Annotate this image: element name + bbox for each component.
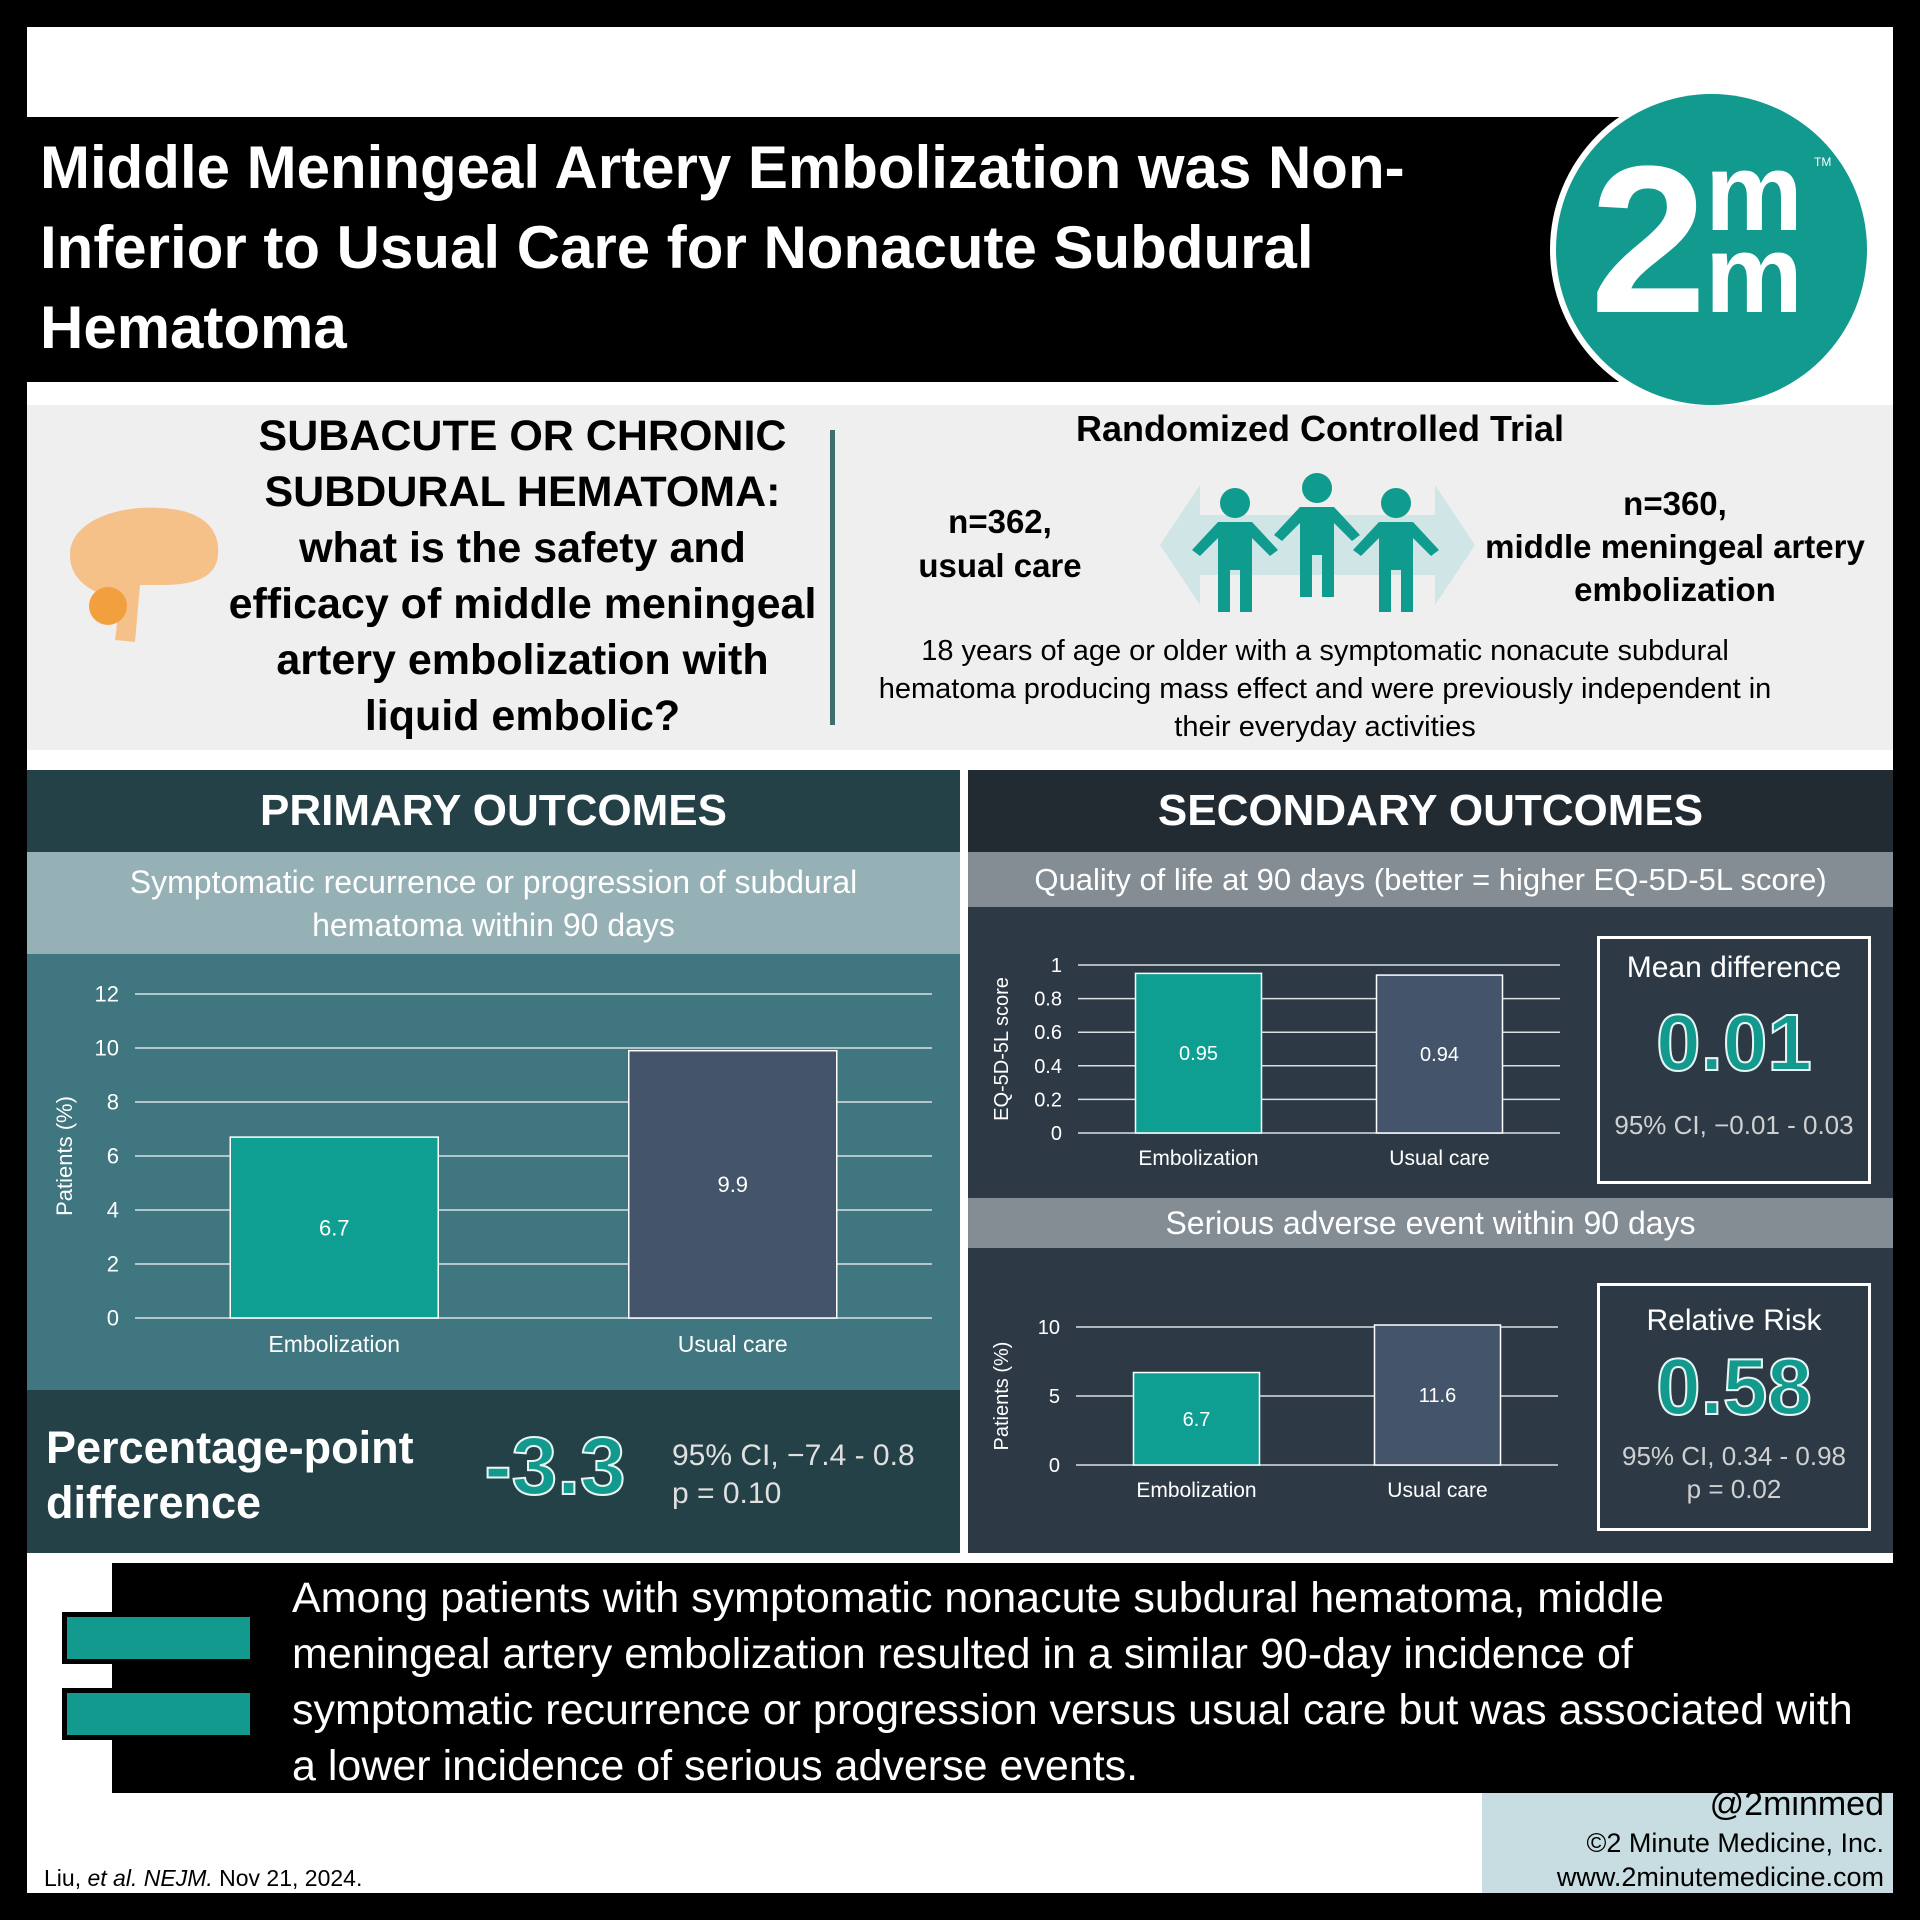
y-tick-label: 0.6 — [1034, 1022, 1062, 1044]
citation: Liu, et al. NEJM. Nov 21, 2024. — [44, 1865, 362, 1892]
bar-embolization — [1134, 972, 1263, 1134]
website-link[interactable]: www.2minutemedicine.com — [1556, 1862, 1884, 1892]
data-label: 6.7 — [319, 1215, 350, 1240]
citation-date: Nov 21, 2024. — [219, 1865, 363, 1891]
category-label: Usual care — [1387, 1479, 1487, 1502]
conclusion-bar-icon-bottom — [62, 1688, 255, 1740]
embolization-group: n=360, middle meningeal artery embolizat… — [1485, 482, 1865, 611]
category-label: Usual care — [1389, 1147, 1489, 1170]
primary-outcomes-title: PRIMARY OUTCOMES — [260, 786, 727, 835]
sae-stat-value: 0.58 — [1655, 1341, 1813, 1432]
primary-difference-panel — [27, 1390, 960, 1553]
qol-subtitle: Quality of life at 90 days (better = hig… — [1034, 862, 1827, 897]
primary-outcomes-header: PRIMARY OUTCOMES — [27, 770, 960, 852]
bar-usual-care — [1373, 1324, 1502, 1466]
category-label: Embolization — [268, 1331, 400, 1357]
logo-numeral: 2 — [1590, 122, 1707, 357]
usual-care-n: n=362, — [948, 503, 1052, 540]
qol-stat-ci: 95% CI, −0.01 - 0.03 — [1614, 1110, 1854, 1140]
y-tick-label: 0 — [1049, 1455, 1060, 1477]
page-title: Middle Meningeal Artery Embolization was… — [40, 134, 1405, 361]
y-tick-label: 1 — [1051, 955, 1062, 977]
y-tick-label: 6 — [107, 1144, 119, 1169]
data-label: 9.9 — [717, 1172, 748, 1197]
research-question: SUBACUTE OR CHRONIC SUBDURAL HEMATOMA: w… — [228, 412, 817, 740]
qol-stat-label: Mean difference — [1626, 951, 1842, 984]
y-tick-label: 10 — [1038, 1317, 1060, 1339]
social-handle: @2minmed — [1709, 1785, 1884, 1823]
category-label: Usual care — [678, 1331, 788, 1357]
copyright: ©2 Minute Medicine, Inc. — [1586, 1828, 1884, 1858]
y-axis-label: Patients (%) — [52, 1096, 77, 1216]
difference-p-value: p = 0.10 — [672, 1477, 782, 1510]
embolization-label: middle meningeal artery embolization — [1485, 528, 1865, 608]
qol-chart: 0 0.2 0.4 0.6 0.8 1EQ-5D-5L score 0.95Emboliza… — [991, 955, 1560, 1170]
difference-label: Percentage-point difference — [46, 1422, 414, 1528]
citation-etal: et al. — [87, 1865, 138, 1891]
intro-panel — [27, 405, 1893, 750]
logo-letter-top: m — [1705, 131, 1803, 254]
bar-usual-care — [1375, 974, 1504, 1134]
qol-stat-box: Mean difference 0.01 95% CI, −0.01 - 0.0… — [1597, 936, 1871, 1184]
category-label: Embolization — [1138, 1147, 1258, 1170]
y-tick-label: 12 — [95, 982, 119, 1007]
citation-authors: Liu, — [44, 1865, 82, 1891]
footer-credit-box — [1482, 1793, 1893, 1893]
conclusion-panel — [112, 1563, 1893, 1793]
study-population: 18 years of age or older with a symptoma… — [878, 635, 1772, 743]
y-tick-label: 10 — [95, 1036, 119, 1061]
data-label: 0.94 — [1420, 1044, 1459, 1066]
intro-divider — [830, 430, 835, 725]
sae-subtitle: Serious adverse event within 90 days — [1165, 1205, 1696, 1241]
sae-stat-ci: 95% CI, 0.34 - 0.98 — [1621, 1441, 1847, 1471]
conclusion-text: Among patients with symptomatic nonacute… — [292, 1574, 1853, 1790]
embolization-n: n=360, — [1623, 485, 1727, 522]
sae-subtitle-bar: Serious adverse event within 90 days — [968, 1198, 1893, 1248]
y-tick-label: 8 — [107, 1090, 119, 1115]
difference-ci: 95% CI, −7.4 - 0.8 p = 0.10 — [672, 1437, 962, 1513]
citation-journal: NEJM. — [143, 1865, 213, 1891]
data-label: 6.7 — [1183, 1409, 1211, 1431]
primary-outcome-subtitle: Symptomatic recurrence or progression of… — [129, 864, 858, 943]
secondary-outcomes-title: SECONDARY OUTCOMES — [1157, 786, 1704, 835]
y-tick-label: 2 — [107, 1252, 119, 1277]
difference-value: -3.3 — [483, 1420, 626, 1513]
y-tick-label: 0.2 — [1034, 1089, 1062, 1111]
y-tick-label: 0 — [1051, 1123, 1062, 1145]
y-axis-label: Patients (%) — [991, 1342, 1013, 1451]
data-label: 11.6 — [1419, 1385, 1456, 1407]
y-axis-label: EQ-5D-5L score — [991, 977, 1013, 1121]
usual-care-label: usual care — [918, 547, 1082, 584]
logo — [1556, 94, 1867, 405]
primary-outcome-subtitle-bar: Symptomatic recurrence or progression of… — [27, 852, 960, 954]
people-group-icon — [1160, 473, 1475, 612]
y-tick-label: 4 — [107, 1198, 119, 1223]
sae-stat-label: Relative Risk — [1646, 1304, 1822, 1337]
difference-ci-text: 95% CI, −7.4 - 0.8 — [672, 1439, 915, 1472]
data-label: 0.95 — [1179, 1043, 1218, 1065]
y-tick-label: 5 — [1049, 1386, 1060, 1408]
usual-care-group: n=362, usual care — [880, 500, 1120, 588]
y-tick-label: 0.8 — [1034, 989, 1062, 1011]
y-tick-label: 0.4 — [1034, 1056, 1062, 1078]
bar-usual-care — [628, 1049, 838, 1319]
secondary-outcomes-header: SECONDARY OUTCOMES — [968, 770, 1893, 852]
bar-embolization — [229, 1136, 439, 1319]
logo-letter-bottom: m — [1705, 213, 1803, 336]
header-banner — [27, 117, 1642, 382]
qol-stat-value: 0.01 — [1655, 997, 1813, 1088]
sae-stat-p-value: p = 0.02 — [1686, 1474, 1782, 1504]
brain-icon — [70, 507, 219, 642]
bar-embolization — [1132, 1371, 1261, 1466]
sae-stat-box: Relative Risk 0.58 95% CI, 0.34 - 0.98 p… — [1597, 1283, 1871, 1531]
qol-subtitle-bar: Quality of life at 90 days (better = hig… — [968, 852, 1893, 907]
y-tick-label: 0 — [107, 1306, 119, 1331]
logo-trademark: TM — [1814, 155, 1832, 169]
conclusion-bar-icon-top — [62, 1612, 255, 1664]
trial-type: Randomized Controlled Trial — [1075, 408, 1565, 449]
category-label: Embolization — [1136, 1479, 1256, 1502]
